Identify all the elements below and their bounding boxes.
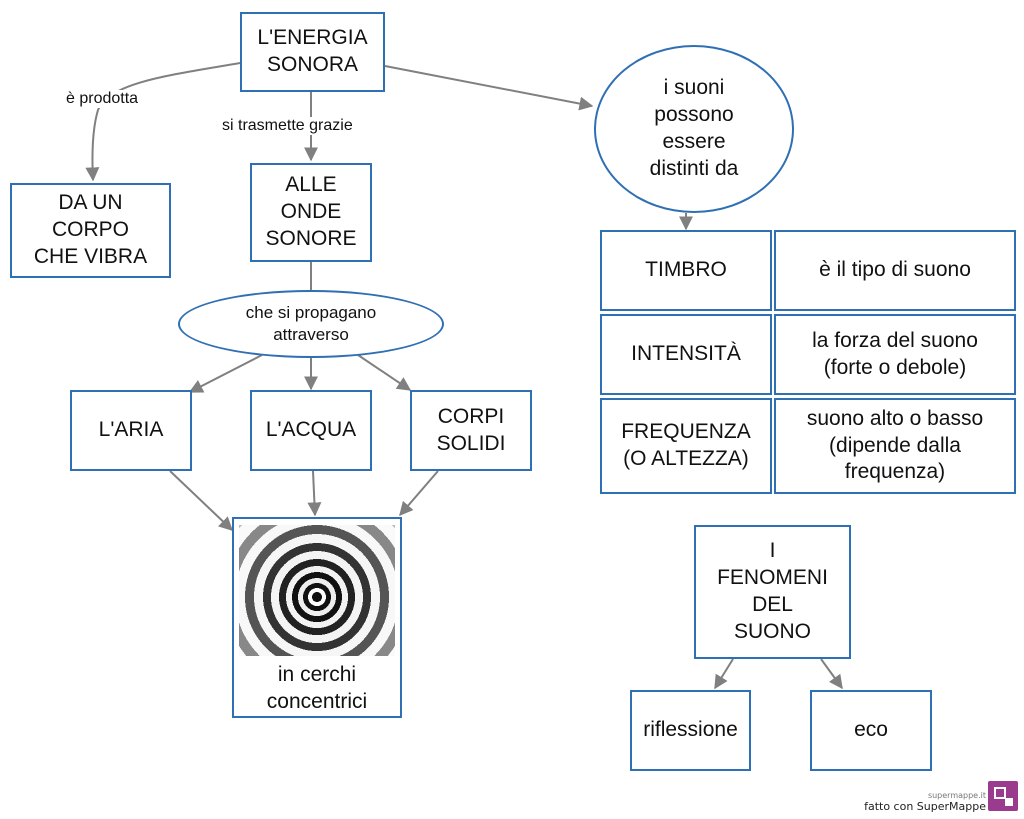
edge-solidi-to-cerchi [399,470,439,517]
node-aria[interactable]: L'ARIA [70,390,192,471]
footer-site: supermappe.it [927,791,986,800]
node-intensita[interactable]: INTENSITÀ [600,314,772,395]
node-timbro-desc[interactable]: è il tipo di suono [774,230,1016,311]
node-acqua[interactable]: L'ACQUA [250,390,372,471]
edge-aria-to-cerchi [169,470,234,531]
supermappe-logo-icon[interactable] [988,781,1018,811]
concentric-circles-image [239,525,395,657]
edge-label-prodotta: è prodotta [64,90,141,108]
node-frequenza[interactable]: FREQUENZA (O ALTEZZA) [600,398,772,494]
edge-propagano-to-solidi [357,354,412,391]
node-cerchi-concentrici[interactable]: in cerchi concentrici [232,517,402,718]
node-timbro[interactable]: TIMBRO [600,230,772,311]
node-riflessione[interactable]: riflessione [630,690,751,771]
node-energia-sonora[interactable]: L'ENERGIA SONORA [240,12,385,92]
node-intensita-desc[interactable]: la forza del suono (forte o debole) [774,314,1016,395]
node-fenomeni[interactable]: I FENOMENI DEL SUONO [694,525,851,659]
cerchi-caption: in cerchi concentrici [266,663,368,714]
edge-acqua-to-cerchi [307,470,322,517]
node-suoni-distinti[interactable]: i suoni possono essere distinti da [594,45,794,213]
node-da-un-corpo[interactable]: DA UN CORPO CHE VIBRA [10,183,171,278]
edge-energia-to-corpo [85,62,241,182]
edge-label-trasmette: si trasmette grazie [220,117,355,135]
node-alle-onde[interactable]: ALLE ONDE SONORE [250,163,372,262]
edge-energia-to-suoni [384,65,594,111]
footer-made-with: fatto con SuperMappe [864,800,986,813]
node-frequenza-desc[interactable]: suono alto o basso (dipende dalla freque… [774,398,1016,494]
node-eco[interactable]: eco [810,690,932,771]
edge-fenomeni-to-riflessione [714,658,734,690]
footer-credit: supermappe.it fatto con SuperMappe [864,791,986,813]
edge-fenomeni-to-eco [820,658,843,690]
node-propagano[interactable]: che si propagano attraverso [178,290,444,358]
edge-propagano-to-aria [188,354,263,393]
node-corpi-solidi[interactable]: CORPI SOLIDI [410,390,532,471]
